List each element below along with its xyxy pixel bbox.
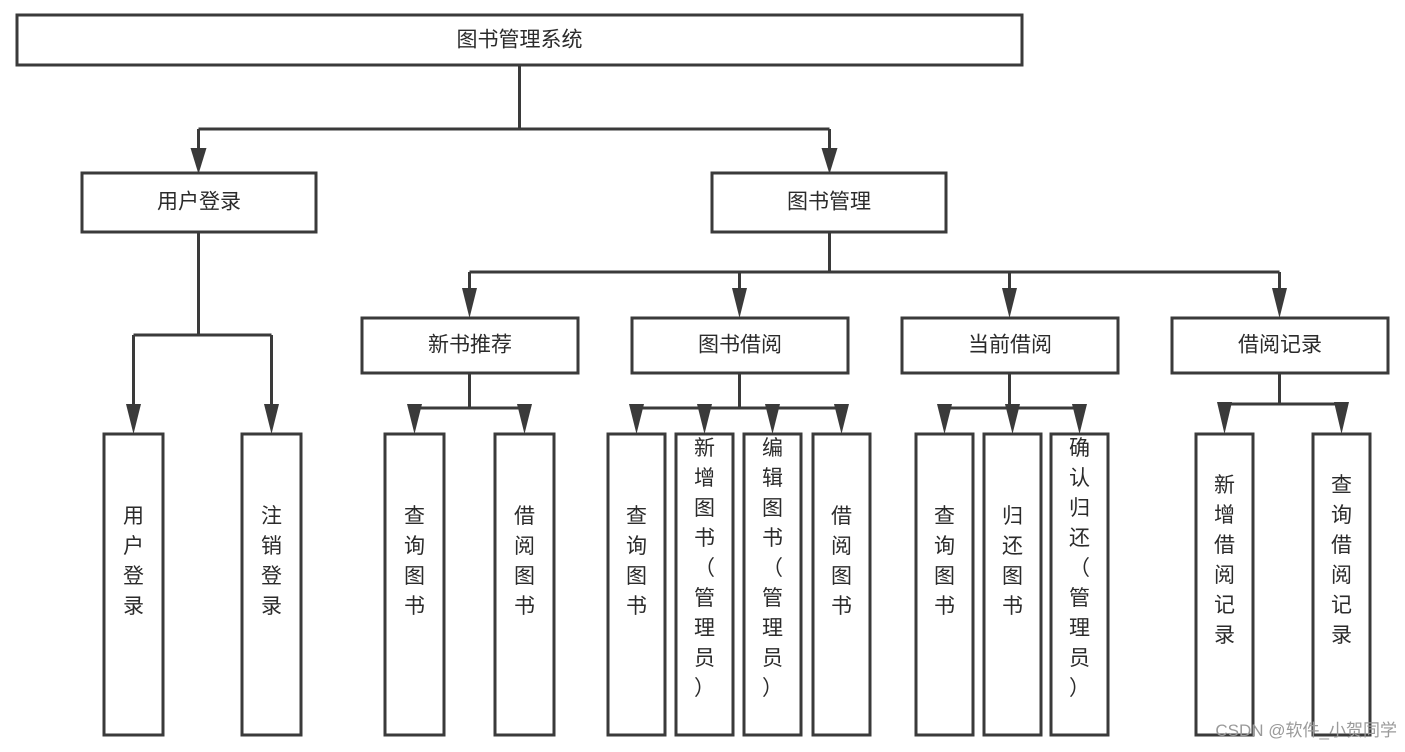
- leaf-node-logout[interactable]: 注销登录: [240, 432, 303, 737]
- leaf-edit-book-label: 编辑图书（管理员）: [762, 437, 783, 700]
- leaf-logout-box[interactable]: [240, 432, 303, 737]
- arrow-book-borrow-leaf-2: [697, 404, 712, 434]
- leaf-node-borrow-book-1[interactable]: 借阅图书: [493, 432, 556, 737]
- leaf-add-book-label: 新增图书（管理员）: [694, 437, 715, 700]
- node-new-book-recommend[interactable]: 新书推荐: [360, 316, 580, 375]
- leaf-add-record-label: 新增借阅记录: [1214, 474, 1235, 647]
- node-user-login[interactable]: 用户登录: [80, 171, 318, 234]
- arrow-borrow-record-leaf-2: [1334, 402, 1349, 434]
- leaf-node-query-record[interactable]: 查询借阅记录: [1311, 432, 1372, 737]
- leaf-confirm-return-box[interactable]: [1049, 432, 1110, 737]
- arrow-new-book-leaf-2: [517, 404, 532, 434]
- arrow-book-borrow-leaf-3: [765, 404, 780, 434]
- leaf-borrow-book-2-box[interactable]: [811, 432, 872, 737]
- node-book-borrow-box[interactable]: [630, 316, 850, 375]
- arrow-user-login-leaf-2: [264, 404, 279, 434]
- leaf-borrow-book-1-box[interactable]: [493, 432, 556, 737]
- leaf-query-book-2-label: 查询图书: [626, 505, 647, 618]
- leaf-node-query-book-2[interactable]: 查询图书: [606, 432, 667, 737]
- arrow-bm-to-borrow-record: [1272, 288, 1287, 318]
- node-current-borrow[interactable]: 当前借阅: [900, 316, 1120, 375]
- arrow-root-to-book-management: [821, 148, 838, 174]
- arrow-current-borrow-leaf-2: [1005, 404, 1020, 434]
- leaf-borrow-book-1-label: 借阅图书: [514, 505, 535, 618]
- leaf-return-book-box[interactable]: [982, 432, 1043, 737]
- node-current-borrow-label: 当前借阅: [968, 334, 1052, 357]
- leaf-node-edit-book[interactable]: 编辑图书（管理员）: [742, 432, 803, 737]
- node-book-management-box[interactable]: [710, 171, 948, 234]
- node-new-book-recommend-label: 新书推荐: [428, 334, 512, 357]
- leaf-query-record-label: 查询借阅记录: [1331, 474, 1352, 647]
- arrow-user-login-leaf-1: [126, 404, 141, 434]
- arrow-root-to-user-login: [190, 148, 207, 174]
- leaf-node-borrow-book-2[interactable]: 借阅图书: [811, 432, 872, 737]
- arrow-new-book-leaf-1: [407, 404, 422, 434]
- arrow-current-borrow-leaf-1: [937, 404, 952, 434]
- leaf-node-return-book[interactable]: 归还图书: [982, 432, 1043, 737]
- node-root[interactable]: 图书管理系统: [15, 13, 1024, 67]
- node-book-borrow-label: 图书借阅: [698, 334, 782, 357]
- leaf-node-add-record[interactable]: 新增借阅记录: [1194, 432, 1255, 737]
- leaf-node-add-book[interactable]: 新增图书（管理员）: [674, 432, 735, 737]
- node-new-book-recommend-box[interactable]: [360, 316, 580, 375]
- leaf-query-book-1-box[interactable]: [383, 432, 446, 737]
- leaf-node-confirm-return[interactable]: 确认归还（管理员）: [1049, 432, 1110, 737]
- leaf-logout-label: 注销登录: [261, 505, 282, 618]
- node-book-management[interactable]: 图书管理: [710, 171, 948, 234]
- arrow-bm-to-book-borrow: [732, 288, 747, 318]
- leaf-query-book-1-label: 查询图书: [404, 505, 425, 618]
- arrow-book-borrow-leaf-1: [629, 404, 644, 434]
- node-borrow-record[interactable]: 借阅记录: [1170, 316, 1390, 375]
- leaf-user-login-box[interactable]: [102, 432, 165, 737]
- leaf-query-record-box[interactable]: [1311, 432, 1372, 737]
- node-book-management-label: 图书管理: [787, 191, 871, 214]
- arrow-book-borrow-leaf-4: [834, 404, 849, 434]
- leaf-query-book-2-box[interactable]: [606, 432, 667, 737]
- leaf-return-book-label: 归还图书: [1002, 505, 1023, 618]
- node-root-box[interactable]: [15, 13, 1024, 67]
- leaf-node-user-login[interactable]: 用户登录: [102, 432, 165, 737]
- leaf-node-query-book-3[interactable]: 查询图书: [914, 432, 975, 737]
- leaf-query-book-3-label: 查询图书: [934, 505, 955, 618]
- leaf-confirm-return-label: 确认归还（管理员）: [1069, 437, 1090, 700]
- node-book-borrow[interactable]: 图书借阅: [630, 316, 850, 375]
- leaf-node-query-book-1[interactable]: 查询图书: [383, 432, 446, 737]
- arrow-borrow-record-leaf-1: [1217, 402, 1232, 434]
- leaf-add-book-box[interactable]: [674, 432, 735, 737]
- arrow-bm-to-new-book-recommend: [462, 288, 477, 318]
- connector-layer: [126, 65, 1349, 434]
- node-user-login-label: 用户登录: [157, 191, 241, 214]
- node-borrow-record-label: 借阅记录: [1238, 334, 1322, 357]
- leaf-edit-book-box[interactable]: [742, 432, 803, 737]
- leaf-borrow-book-2-label: 借阅图书: [831, 505, 852, 618]
- node-user-login-box[interactable]: [80, 171, 318, 234]
- node-current-borrow-box[interactable]: [900, 316, 1120, 375]
- leaf-query-book-3-box[interactable]: [914, 432, 975, 737]
- node-root-label: 图书管理系统: [457, 29, 583, 52]
- arrow-current-borrow-leaf-3: [1072, 404, 1087, 434]
- leaf-add-record-box[interactable]: [1194, 432, 1255, 737]
- leaf-user-login-label: 用户登录: [123, 505, 144, 618]
- arrow-bm-to-current-borrow: [1002, 288, 1017, 318]
- node-borrow-record-box[interactable]: [1170, 316, 1390, 375]
